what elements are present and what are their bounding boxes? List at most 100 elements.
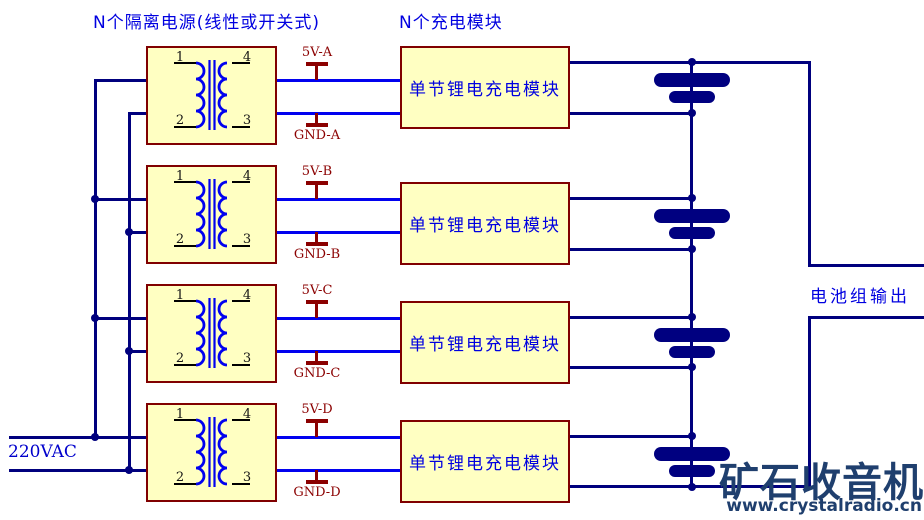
power-port-stem: [315, 304, 318, 318]
gnd-net-label: GND-A: [293, 128, 341, 143]
transformer-symbol: 1 4 2 3: [146, 165, 277, 264]
wire: [128, 350, 147, 353]
charge-module-box: 单节锂电充电模块: [400, 46, 570, 129]
transformer-symbol: 1 4 2 3: [146, 46, 277, 145]
pin-number-4: 4: [243, 169, 251, 184]
battery-plate-negative: [669, 465, 715, 477]
junction-dot: [688, 194, 696, 202]
module-negative-wire: [570, 366, 692, 369]
gnd-port-stem: [315, 232, 318, 243]
charge-module-box: 单节锂电充电模块: [400, 420, 570, 503]
pin-number-3: 3: [243, 232, 251, 247]
power-port-symbol: [306, 419, 328, 423]
wire: [94, 317, 147, 320]
power-port-symbol: [306, 62, 328, 66]
charge-module-label: 单节锂电充电模块: [409, 454, 561, 474]
gnd-port-stem: [315, 470, 318, 481]
dc-5v-wire: [277, 79, 401, 82]
junction-dot: [688, 58, 696, 66]
ac-bus-line1: [94, 79, 97, 439]
gnd-net-label: GND-C: [293, 366, 341, 381]
wire: [128, 231, 147, 234]
module-negative-wire: [570, 112, 692, 115]
gnd-port-stem: [315, 113, 318, 124]
battery-bus-wire: [690, 61, 693, 488]
junction-dot: [688, 313, 696, 321]
output-rail-negative-vertical: [808, 316, 811, 488]
pin-number-4: 4: [243, 288, 251, 303]
dc-5v-wire: [277, 436, 401, 439]
power-port-symbol: [306, 300, 328, 304]
dc-5v-wire: [277, 198, 401, 201]
junction-dot: [688, 363, 696, 371]
output-negative-terminal: [808, 316, 924, 319]
gnd-port-symbol: [306, 361, 328, 365]
power-net-label: 5V-D: [301, 402, 333, 417]
watermark-url: www.crystalradio.cn: [726, 496, 922, 516]
dc-gnd-wire: [277, 112, 401, 115]
pin-number-1: 1: [176, 407, 184, 422]
module-negative-wire: [570, 248, 692, 251]
gnd-port-symbol: [306, 123, 328, 127]
power-net-label: 5V-A: [301, 45, 333, 60]
power-port-stem: [315, 66, 318, 80]
ac-input-wire-bottom: [9, 469, 147, 472]
watermark-logo: 矿石收音机: [719, 460, 924, 506]
junction-dot: [688, 432, 696, 440]
ac-bus-line2: [128, 112, 131, 472]
gnd-net-label: GND-D: [293, 485, 341, 500]
wire: [128, 112, 147, 115]
dc-gnd-wire: [277, 231, 401, 234]
wire: [94, 198, 147, 201]
module-positive-wire: [570, 197, 692, 200]
wire: [94, 79, 147, 82]
gnd-port-symbol: [306, 480, 328, 484]
power-port-stem: [315, 185, 318, 199]
charge-module-label: 单节锂电充电模块: [409, 335, 561, 355]
pin-number-1: 1: [176, 169, 184, 184]
dc-5v-wire: [277, 317, 401, 320]
header-charge-modules: N个充电模块: [399, 13, 503, 33]
pin-number-1: 1: [176, 50, 184, 65]
transformer-symbol: 1 4 2 3: [146, 403, 277, 502]
battery-plate-positive: [654, 447, 730, 461]
battery-plate-positive: [654, 328, 730, 342]
power-port-symbol: [306, 181, 328, 185]
gnd-net-label: GND-B: [293, 247, 341, 262]
charge-module-label: 单节锂电充电模块: [409, 216, 561, 236]
output-positive-terminal: [808, 264, 924, 267]
charge-module-box: 单节锂电充电模块: [400, 301, 570, 384]
junction-dot: [91, 433, 99, 441]
junction-dot: [688, 483, 696, 491]
module-positive-wire: [570, 435, 692, 438]
battery-plate-negative: [669, 346, 715, 358]
output-label: 电池组输出: [810, 287, 910, 307]
pin-number-2: 2: [176, 470, 184, 485]
pin-number-3: 3: [243, 113, 251, 128]
power-net-label: 5V-B: [301, 164, 333, 179]
pin-number-2: 2: [176, 232, 184, 247]
dc-gnd-wire: [277, 350, 401, 353]
charge-module-label: 单节锂电充电模块: [409, 80, 561, 100]
battery-plate-negative: [669, 227, 715, 239]
junction-dot: [688, 245, 696, 253]
pin-number-3: 3: [243, 470, 251, 485]
gnd-port-stem: [315, 351, 318, 362]
power-net-label: 5V-C: [301, 283, 333, 298]
pin-number-2: 2: [176, 351, 184, 366]
module-positive-wire: [570, 316, 692, 319]
header-isolated-supplies: N个隔离电源(线性或开关式): [93, 13, 320, 33]
charge-module-box: 单节锂电充电模块: [400, 182, 570, 265]
power-port-stem: [315, 423, 318, 437]
pin-number-4: 4: [243, 50, 251, 65]
junction-dot: [688, 109, 696, 117]
pin-number-4: 4: [243, 407, 251, 422]
pin-number-1: 1: [176, 288, 184, 303]
junction-dot: [125, 466, 133, 474]
ac-input-wire-top: [9, 436, 147, 439]
gnd-port-symbol: [306, 242, 328, 246]
dc-gnd-wire: [277, 469, 401, 472]
pin-number-2: 2: [176, 113, 184, 128]
transformer-symbol: 1 4 2 3: [146, 284, 277, 383]
